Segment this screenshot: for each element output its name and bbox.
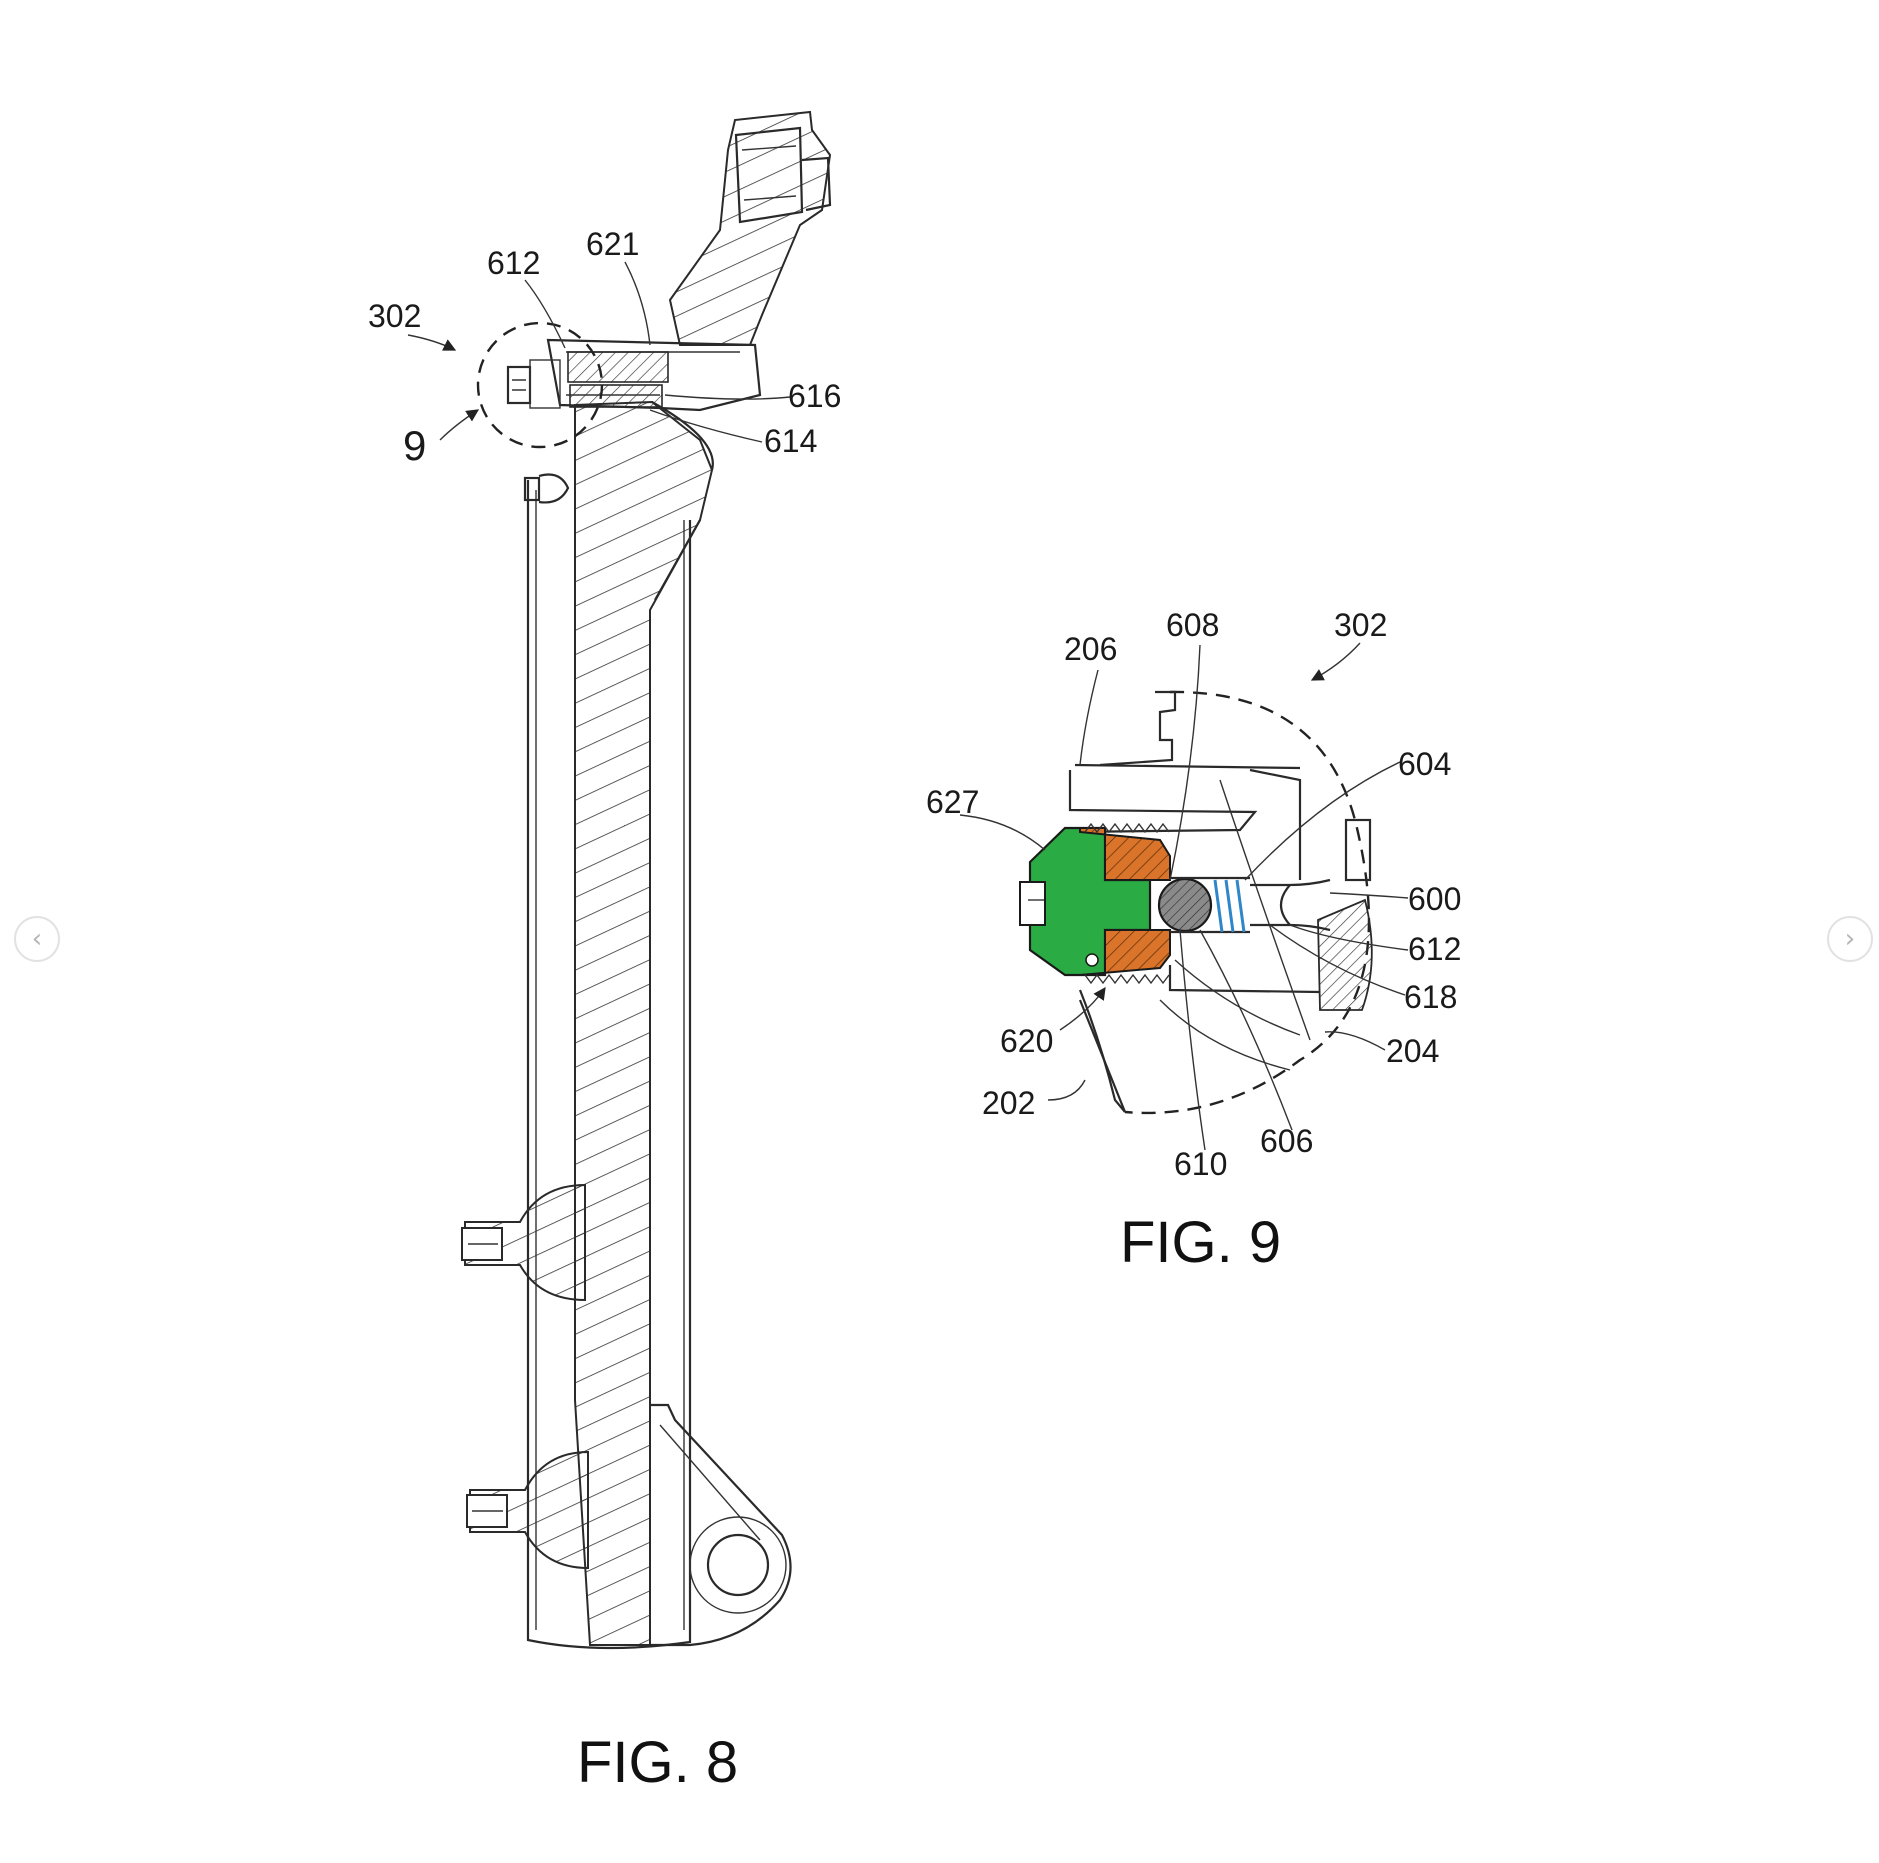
fig9-leader-618 xyxy=(1269,924,1406,996)
fig9-leader-302 xyxy=(1310,642,1361,681)
fig9-label-620: 620 xyxy=(1000,1023,1053,1059)
fig8-leader-614 xyxy=(649,409,763,443)
fig9-label-600: 600 xyxy=(1408,881,1461,917)
fig8-label-621: 621 xyxy=(586,226,639,262)
fig9-cap-slot xyxy=(1019,881,1046,926)
fig8-upper-arm xyxy=(668,110,832,346)
fig9-caption: FIG. 9 xyxy=(1120,1210,1281,1275)
fig9-leader-600 xyxy=(1329,892,1409,899)
fig9-threaded-insert-lower xyxy=(1065,929,1171,976)
fig8-leader-621 xyxy=(624,261,651,346)
fig8-side-bolt xyxy=(523,473,570,504)
fig9-label-606: 606 xyxy=(1260,1123,1313,1159)
fig9-label-610: 610 xyxy=(1174,1146,1227,1182)
fig9-leader-604 xyxy=(1244,761,1401,881)
fig9-side-tab xyxy=(1344,818,1372,882)
fig9-leader-627 xyxy=(959,814,1046,851)
fig9-drawing xyxy=(959,642,1409,1151)
fig9-leader-206 xyxy=(1079,669,1099,766)
fig8-crown-insert xyxy=(567,351,669,383)
fig8-leader-9 xyxy=(439,409,480,441)
fig9-spring xyxy=(1213,879,1246,933)
fig8-label-614: 614 xyxy=(764,423,817,459)
chevron-left-icon: ‹ xyxy=(31,924,43,954)
chevron-right-icon: › xyxy=(1844,924,1856,954)
fig8-brake-mount-upper xyxy=(461,1183,586,1302)
fig9-thread-teeth-lower xyxy=(1084,973,1170,985)
fig8-leader-612 xyxy=(524,279,566,349)
carousel-next-button[interactable]: › xyxy=(1827,916,1873,962)
fig9-label-302: 302 xyxy=(1334,607,1387,643)
fig9-leader-610 xyxy=(1179,929,1206,1151)
fig8-drawing xyxy=(407,110,832,1650)
fig9-crown-top xyxy=(1068,690,1302,880)
fig8-label-616: 616 xyxy=(788,378,841,414)
fig9-leader-612 xyxy=(1289,924,1409,951)
fig9-label-206: 206 xyxy=(1064,631,1117,667)
fig9-threaded-insert-upper xyxy=(1065,827,1171,881)
fig8-crown-bushing xyxy=(569,384,663,408)
fig9-label-604: 604 xyxy=(1398,746,1451,782)
fig8-detail-circle xyxy=(476,321,604,449)
fig8-leader-616 xyxy=(664,394,791,400)
fig8-valve-cap xyxy=(506,359,561,409)
fig9-label-627: 627 xyxy=(926,784,979,820)
fig8-stanchion-section xyxy=(574,400,714,1646)
fig8-label-302: 302 xyxy=(368,298,421,334)
carousel-prev-button[interactable]: ‹ xyxy=(14,916,60,962)
fig8-dropout xyxy=(650,1403,792,1647)
fig9-leader-606 xyxy=(1199,929,1293,1131)
fig9-leader-620 xyxy=(1059,986,1106,1031)
fig8-label-612: 612 xyxy=(487,245,540,281)
fig9-ball xyxy=(1157,877,1213,933)
fig8-caption: FIG. 8 xyxy=(577,1730,738,1795)
fig9-label-204: 204 xyxy=(1386,1033,1439,1069)
fig9-label-202: 202 xyxy=(982,1085,1035,1121)
fig9-label-608: 608 xyxy=(1166,607,1219,643)
fig8-leader-302 xyxy=(407,334,457,351)
fig9-leader-202 xyxy=(1047,1079,1086,1101)
fig8-brake-mount-lower xyxy=(466,1450,589,1570)
fig9-leader-608 xyxy=(1169,644,1201,881)
fig9-label-618: 618 xyxy=(1404,979,1457,1015)
fig8-outer-tube xyxy=(526,480,692,1650)
fig9-label-612: 612 xyxy=(1408,931,1461,967)
fig8-label-9: 9 xyxy=(403,422,426,469)
fig9-side-body-section xyxy=(1317,898,1373,1011)
fig9-thread-teeth-upper xyxy=(1084,822,1170,834)
fig9-hole xyxy=(1085,953,1099,967)
fig9-leader-204 xyxy=(1324,1031,1386,1051)
